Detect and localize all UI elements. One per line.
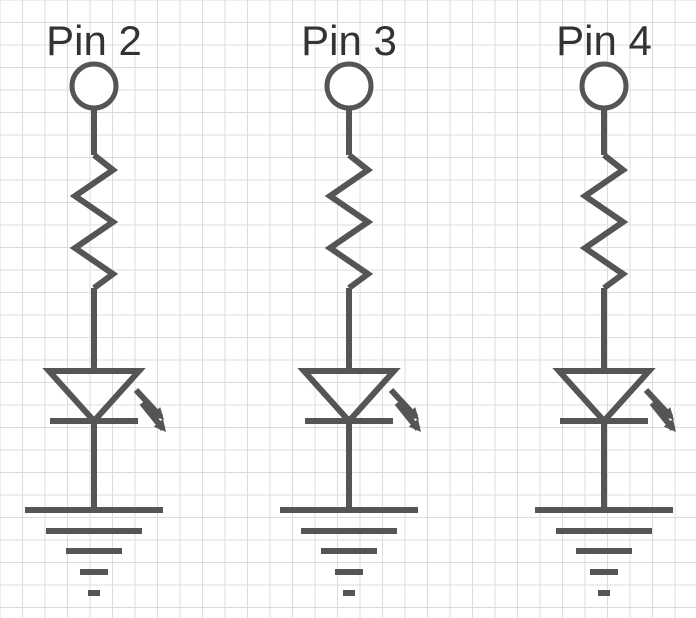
circuit-3: Pin 4 bbox=[535, 17, 676, 596]
pin-terminal bbox=[579, 61, 629, 111]
circuit-2: Pin 3 bbox=[280, 17, 421, 596]
pin-label: Pin 4 bbox=[556, 17, 652, 64]
circuit-1: Pin 2 bbox=[25, 17, 166, 596]
arrowhead-icon bbox=[408, 418, 421, 432]
ground-icon bbox=[280, 507, 418, 596]
arrowhead-icon bbox=[153, 418, 166, 432]
ground-icon bbox=[535, 507, 673, 596]
pin-label: Pin 3 bbox=[301, 17, 397, 64]
arrowhead-icon bbox=[406, 407, 419, 420]
resistor bbox=[69, 152, 119, 291]
resistor bbox=[324, 152, 374, 291]
circuits-group: Pin 2 Pin 3 Pin 4 bbox=[25, 17, 676, 596]
led-diode bbox=[297, 368, 401, 426]
arrowhead-icon bbox=[151, 407, 164, 420]
resistor bbox=[579, 152, 629, 291]
pin-terminal bbox=[324, 61, 374, 111]
pin-terminal bbox=[69, 61, 119, 111]
arrowhead-icon bbox=[661, 407, 674, 420]
led-diode bbox=[42, 368, 146, 426]
arrowhead-icon bbox=[663, 418, 676, 432]
led-diode bbox=[552, 368, 656, 426]
ground-icon bbox=[25, 507, 163, 596]
pin-label: Pin 2 bbox=[46, 17, 142, 64]
